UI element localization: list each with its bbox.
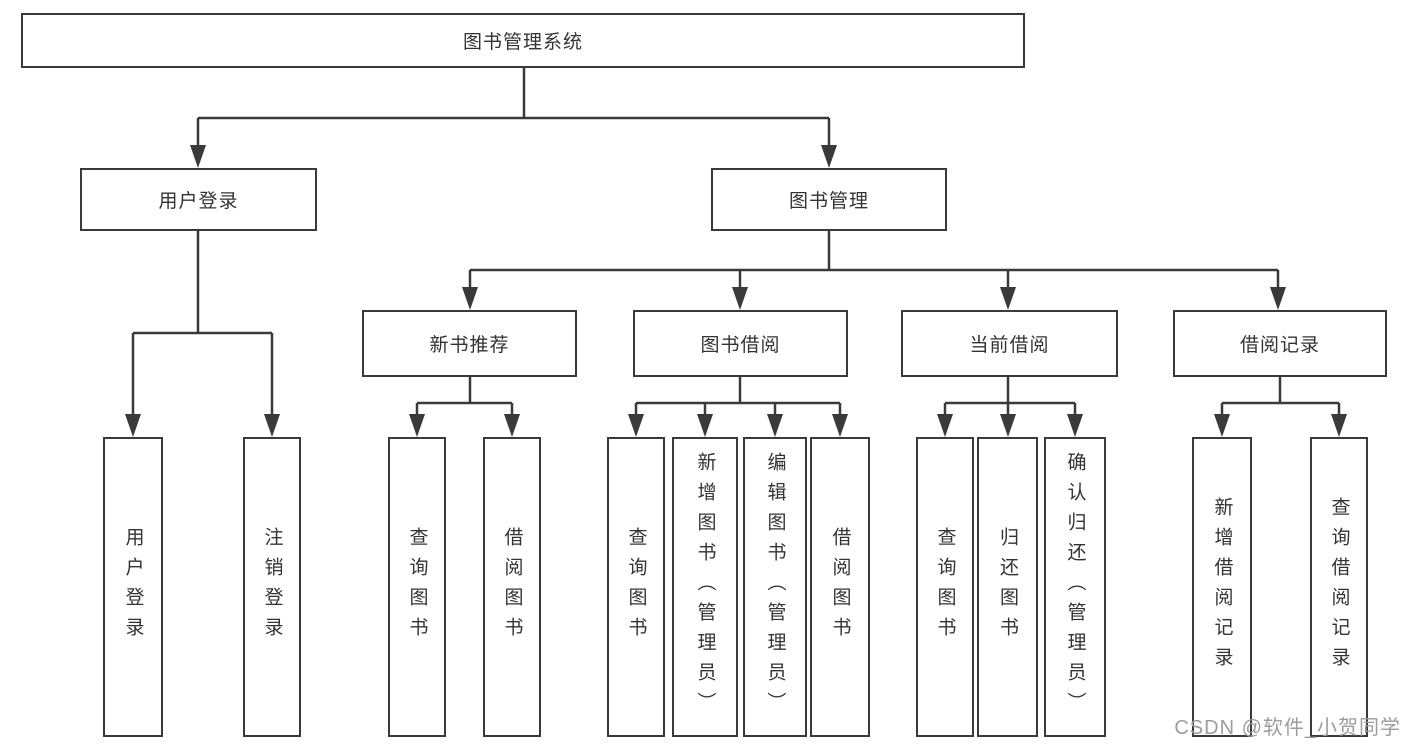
leaf-label: 新增图书（管理员） [694, 452, 716, 722]
node-current-borrow: 当前借阅 [901, 310, 1118, 377]
node-borrow-records: 借阅记录 [1173, 310, 1387, 377]
leaf-label: 用户登录 [122, 527, 144, 647]
leaf-label: 查询图书 [406, 527, 428, 647]
leaf-label: 注销登录 [261, 527, 283, 647]
leaf-logout: 注销登录 [243, 437, 301, 737]
node-root-library-system: 图书管理系统 [21, 13, 1025, 68]
leaf-label: 归还图书 [997, 527, 1018, 647]
node-new-book-recommend: 新书推荐 [362, 310, 577, 377]
leaf-user-login: 用户登录 [103, 437, 163, 737]
leaf-label: 借阅图书 [501, 527, 523, 647]
node-book-management: 图书管理 [711, 168, 947, 231]
leaf-add-borrow-record: 新增借阅记录 [1192, 437, 1252, 737]
leaf-query-books-recommend: 查询图书 [388, 437, 446, 737]
leaf-query-books-borrow: 查询图书 [607, 437, 665, 737]
csdn-watermark: CSDN @软件_小贺同学 [1174, 717, 1401, 739]
leaf-return-books: 归还图书 [977, 437, 1038, 737]
leaf-confirm-return-admin: 确认归还（管理员） [1044, 437, 1106, 737]
leaf-borrow-books-recommend: 借阅图书 [483, 437, 541, 737]
leaf-add-books-admin: 新增图书（管理员） [672, 437, 738, 737]
leaf-borrow-books: 借阅图书 [810, 437, 870, 737]
leaf-edit-books-admin: 编辑图书（管理员） [743, 437, 807, 737]
leaf-label: 借阅图书 [829, 527, 851, 647]
leaf-query-borrow-record: 查询借阅记录 [1310, 437, 1368, 737]
node-user-login: 用户登录 [80, 168, 317, 231]
leaf-label: 查询图书 [934, 527, 956, 647]
leaf-label: 查询借阅记录 [1328, 497, 1350, 677]
leaf-label: 编辑图书（管理员） [764, 452, 786, 722]
leaf-label: 确认归还（管理员） [1064, 452, 1086, 722]
leaf-label: 新增借阅记录 [1211, 497, 1233, 677]
leaf-label: 查询图书 [625, 527, 647, 647]
leaf-query-books-current: 查询图书 [916, 437, 974, 737]
node-book-borrow: 图书借阅 [633, 310, 848, 377]
